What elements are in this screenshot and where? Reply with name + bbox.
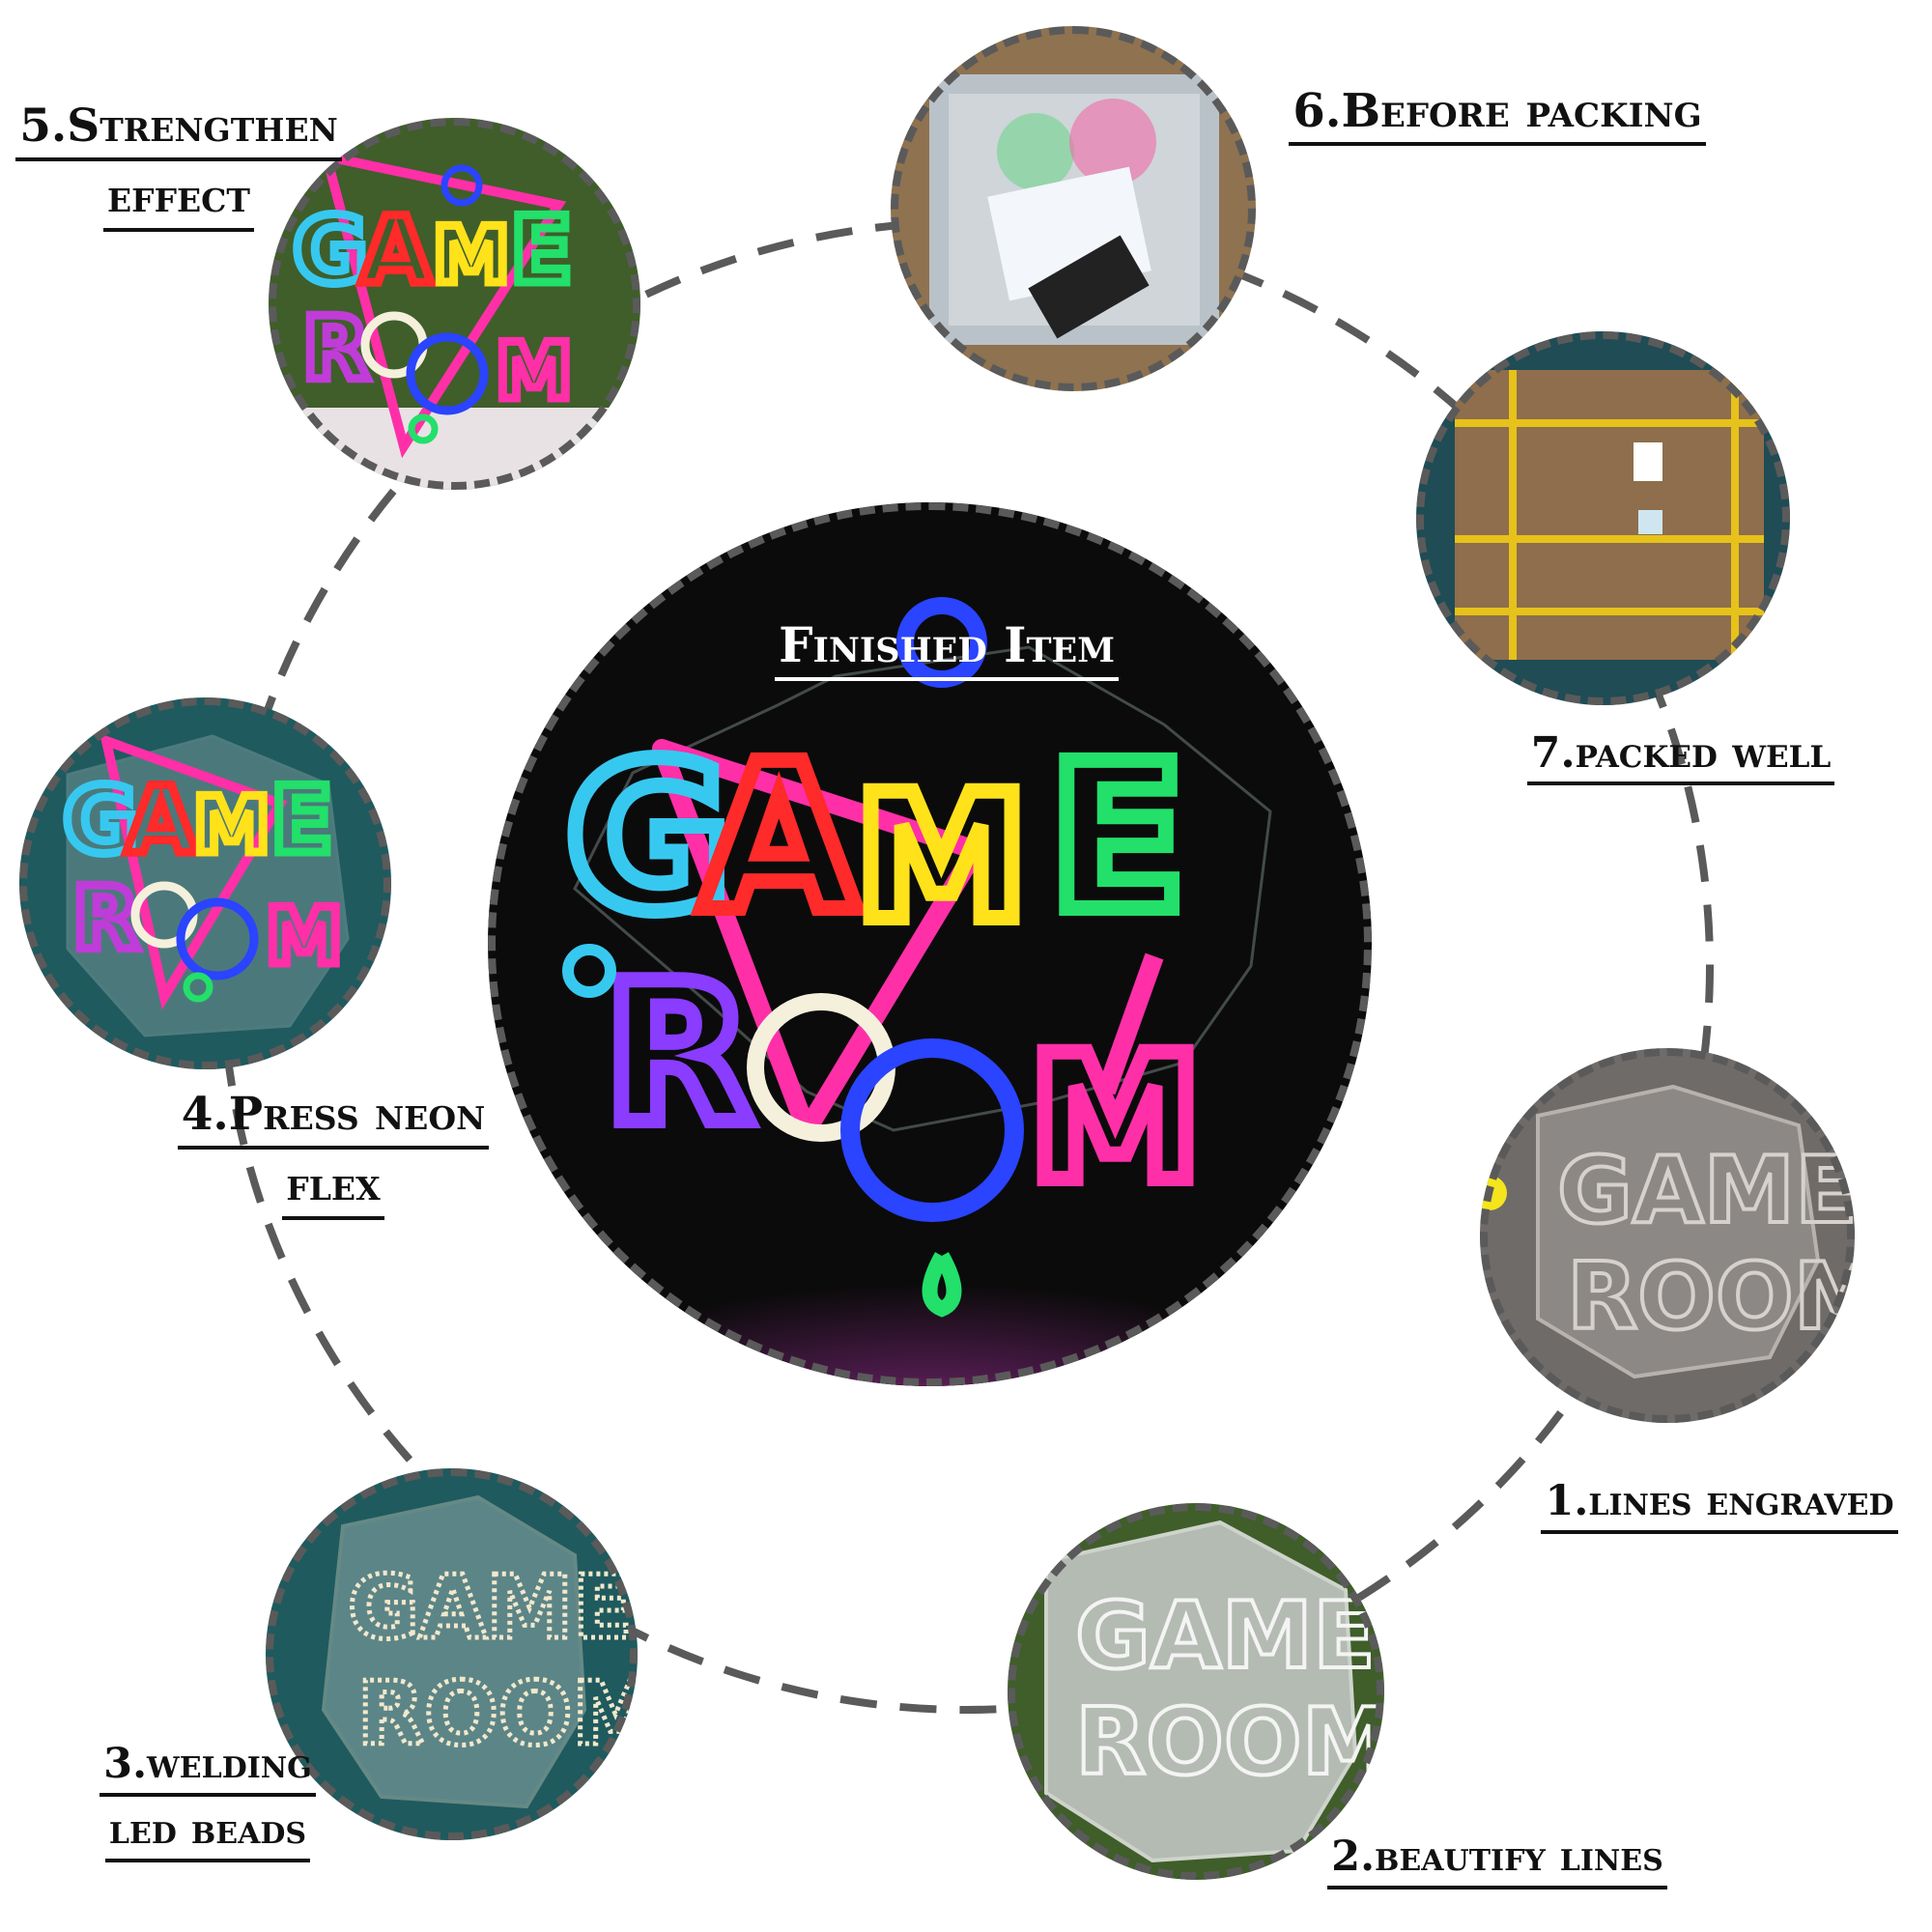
finished-item-title-text: Finished Item: [775, 616, 1119, 681]
svg-text:E: E: [510, 198, 573, 304]
svg-text:GAME: GAME: [1075, 1583, 1376, 1690]
neon-letter-r: R: [604, 942, 753, 1167]
finished-item-title: Finished Item: [753, 616, 1140, 681]
svg-text:GAME: GAME: [348, 1557, 633, 1659]
step-1-label: 1.lines engraved: [1502, 1476, 1932, 1542]
svg-text:ROOM: ROOM: [357, 1663, 638, 1765]
step-4-photo: G A M E R M: [19, 697, 391, 1069]
step-1-photo: GAME ROOM: [1480, 1048, 1855, 1423]
svg-text:ROOM: ROOM: [1567, 1244, 1855, 1350]
svg-text:R: R: [302, 298, 369, 400]
step-5-label: 5.Strengthen effect: [0, 99, 357, 240]
neon-letter-g: G: [565, 720, 731, 956]
step-3-label: 3.welding led beads: [63, 1739, 353, 1870]
svg-text:R: R: [72, 868, 139, 970]
step-2-photo: GAME ROOM: [1008, 1503, 1384, 1880]
step-4-label: 4.Press neon flex: [140, 1087, 526, 1228]
svg-text:GAME: GAME: [1557, 1138, 1855, 1244]
svg-text:G: G: [63, 768, 138, 874]
svg-text:M: M: [193, 781, 270, 870]
neon-letter-e: E: [1048, 720, 1186, 956]
svg-text:M: M: [496, 327, 573, 416]
step-6-label: 6.Before packing: [1256, 82, 1739, 154]
svg-text:M: M: [433, 211, 510, 300]
step-7-photo: [1416, 331, 1790, 705]
svg-text:A: A: [126, 768, 197, 874]
svg-text:M: M: [266, 892, 343, 981]
step-2-label: 2.beautify lines: [1294, 1832, 1700, 1897]
neon-letter-m2: M: [1029, 1018, 1202, 1220]
step-3-photo: GAME ROOM: [266, 1468, 638, 1840]
neon-letter-m: M: [855, 757, 1028, 959]
svg-text:ROOM: ROOM: [1075, 1690, 1384, 1796]
neon-letter-a: A: [700, 720, 858, 956]
svg-text:E: E: [270, 768, 333, 874]
step-7-label: 7.packed well: [1459, 726, 1903, 793]
svg-text:A: A: [360, 198, 432, 304]
finished-item-photo: G A M E R M: [488, 502, 1372, 1386]
step-6-photo: [891, 26, 1256, 391]
